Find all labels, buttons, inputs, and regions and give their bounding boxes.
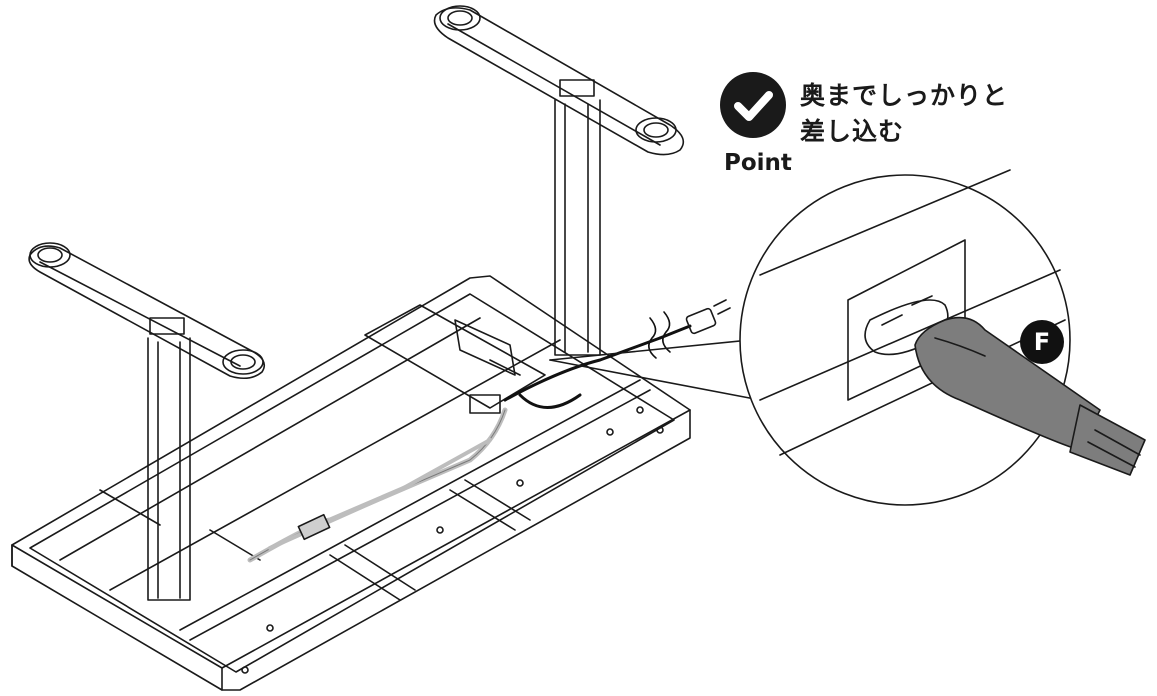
point-label: Point <box>724 150 792 176</box>
left-leg <box>28 242 266 601</box>
point-callout: 奥までしっかりと 差し込む Point <box>720 72 1010 182</box>
checkmark-icon <box>720 72 786 138</box>
instruction-text: 奥までしっかりと 差し込む <box>800 78 1008 150</box>
control-box-cables <box>247 336 662 563</box>
instruction-line-1: 奥までしっかりと <box>800 81 1009 110</box>
power-plug <box>648 299 731 359</box>
right-leg <box>433 5 685 356</box>
part-label-badge: F <box>1020 320 1064 364</box>
desk-frame <box>11 275 691 691</box>
instruction-line-2: 差し込む <box>800 117 905 146</box>
zoom-callout <box>549 169 1146 506</box>
